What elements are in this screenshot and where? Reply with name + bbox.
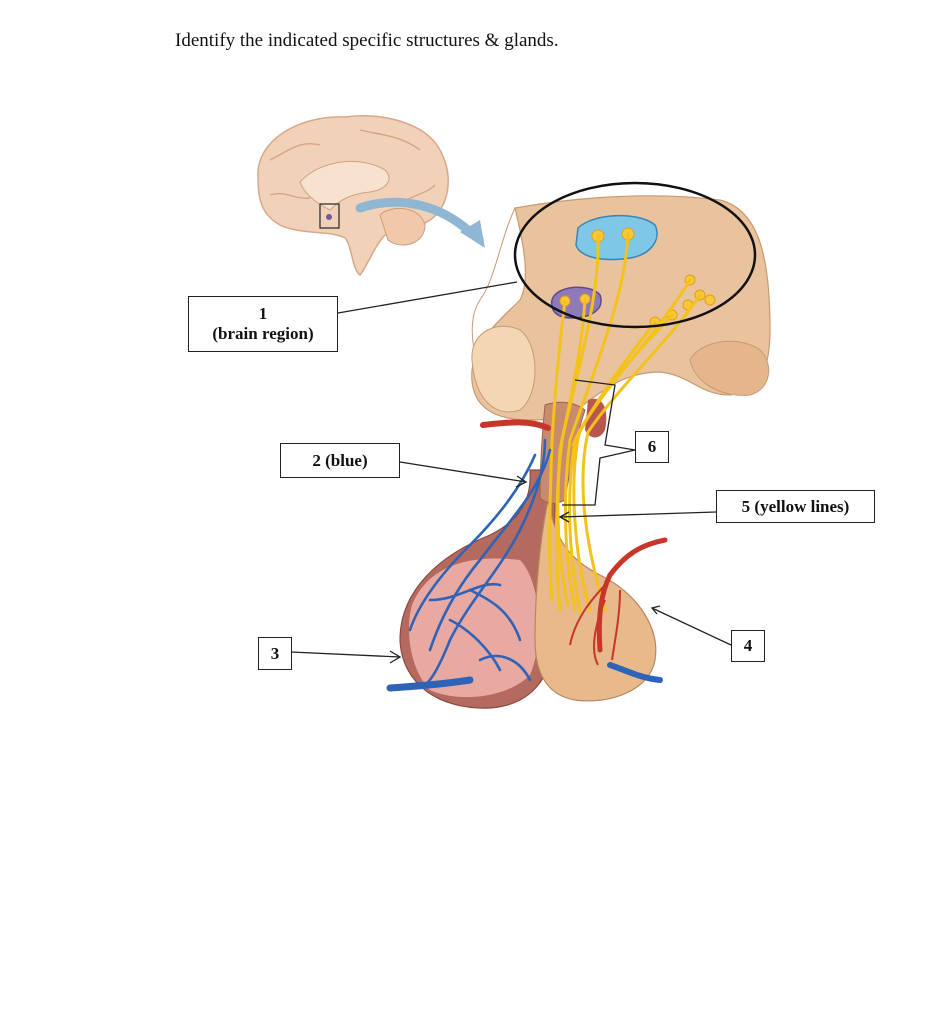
brain-thumbnail bbox=[257, 115, 449, 276]
arrowheads bbox=[389, 475, 661, 664]
posterior-pituitary bbox=[534, 499, 657, 702]
posterior-vein-outflow bbox=[607, 662, 663, 683]
posterior-capillaries bbox=[569, 579, 621, 666]
zoom-arrow bbox=[355, 197, 475, 237]
leader-lines bbox=[290, 281, 732, 658]
label-1-text: (brain region) bbox=[212, 324, 314, 343]
label-2-text: 2 (blue) bbox=[312, 450, 368, 470]
zoom-arrow-head bbox=[460, 220, 485, 248]
portal-vein-outflow bbox=[386, 676, 474, 692]
label-6-text: 6 bbox=[647, 437, 657, 456]
thumbnail-highlight-box bbox=[319, 203, 340, 229]
superior-hypophyseal-artery bbox=[480, 419, 551, 431]
label-6: 6 bbox=[635, 431, 669, 463]
instruction-text: Identify the indicated specific structur… bbox=[175, 30, 559, 51]
label-3: 3 bbox=[258, 637, 292, 670]
label-4: 4 bbox=[731, 630, 765, 662]
label-5-yellow-lines: 5 (yellow lines) bbox=[716, 490, 875, 523]
zoom-circle bbox=[513, 181, 757, 329]
paraventricular-nucleus bbox=[575, 214, 658, 261]
label-1-number: 1 bbox=[258, 304, 268, 323]
mammillary-body bbox=[689, 340, 770, 396]
label-5-text: 5 (yellow lines) bbox=[741, 496, 850, 516]
label-4-text: 4 bbox=[743, 636, 753, 655]
label-2-blue: 2 (blue) bbox=[280, 443, 400, 478]
label-3-text: 3 bbox=[270, 643, 280, 663]
optic-chiasm bbox=[471, 325, 536, 413]
inferior-hypophyseal-artery bbox=[596, 537, 668, 653]
label-1-brain-region: 1 (brain region) bbox=[188, 296, 338, 352]
